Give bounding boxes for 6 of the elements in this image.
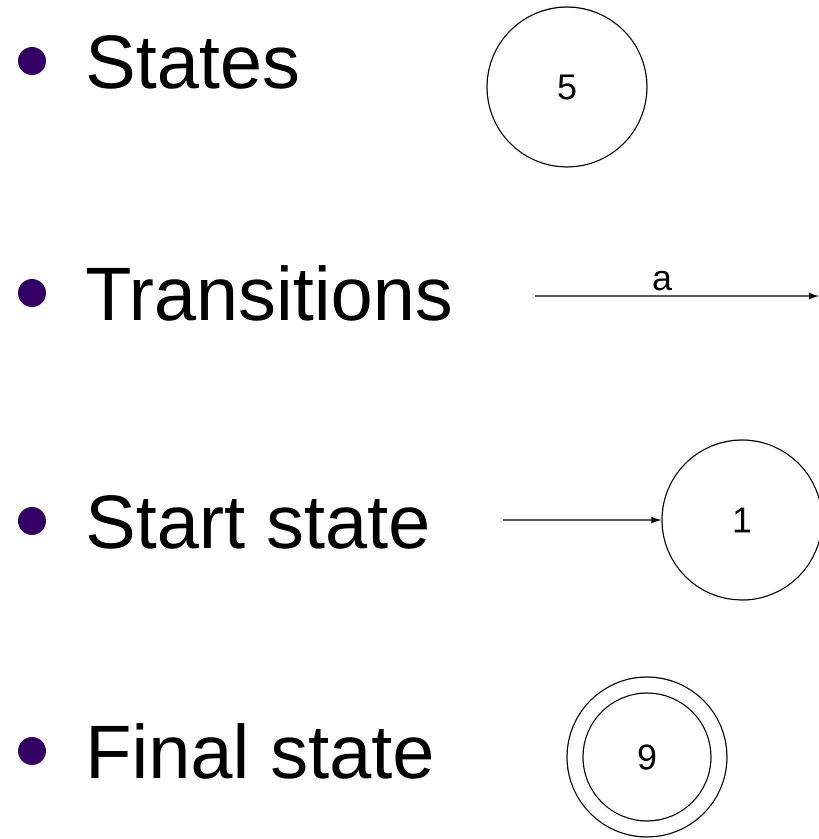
transition-label: a <box>654 270 672 290</box>
bullet-text: Start state <box>88 495 427 549</box>
bullet-text: Transitions <box>86 265 450 321</box>
arrow <box>503 516 660 524</box>
bullet-text: Final state <box>91 723 432 779</box>
bullet-text: States <box>88 35 298 89</box>
